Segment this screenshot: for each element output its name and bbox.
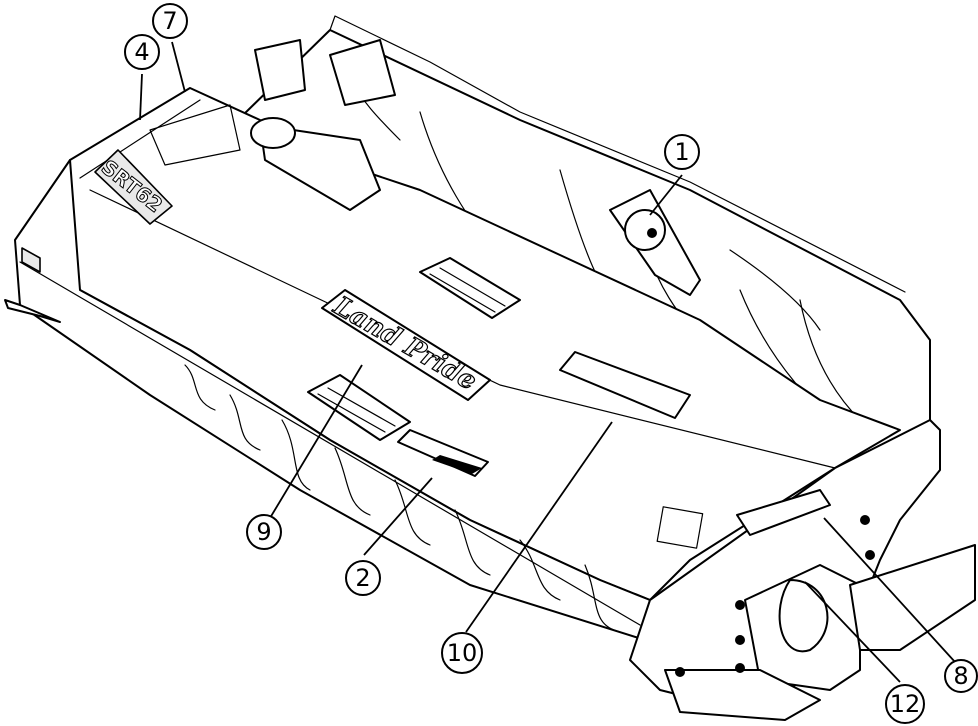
callout-10: 10 <box>441 632 483 674</box>
callout-4: 4 <box>124 34 160 70</box>
callout-2-label: 2 <box>355 564 370 592</box>
leader-lines <box>139 41 956 683</box>
callout-12-label: 12 <box>890 690 921 718</box>
front-skirt <box>4 159 651 641</box>
decal-2 <box>397 429 489 477</box>
step-pad-lower <box>307 374 411 441</box>
callout-1-label: 1 <box>674 138 689 166</box>
hitch-mast <box>250 39 701 296</box>
step-pad-upper <box>419 257 521 319</box>
right-side-plate <box>629 419 976 721</box>
callout-9: 9 <box>246 514 282 550</box>
decal-10-blank <box>559 351 691 419</box>
callout-1: 1 <box>664 134 700 170</box>
callout-7-label: 7 <box>162 7 177 35</box>
callout-8: 8 <box>944 659 978 693</box>
callout-9-label: 9 <box>256 518 271 546</box>
callout-10-label: 10 <box>447 639 478 667</box>
callout-7: 7 <box>152 3 188 39</box>
callout-2: 2 <box>345 560 381 596</box>
callout-8-label: 8 <box>953 662 968 690</box>
callout-4-label: 4 <box>134 38 149 66</box>
callout-12: 12 <box>885 684 925 724</box>
